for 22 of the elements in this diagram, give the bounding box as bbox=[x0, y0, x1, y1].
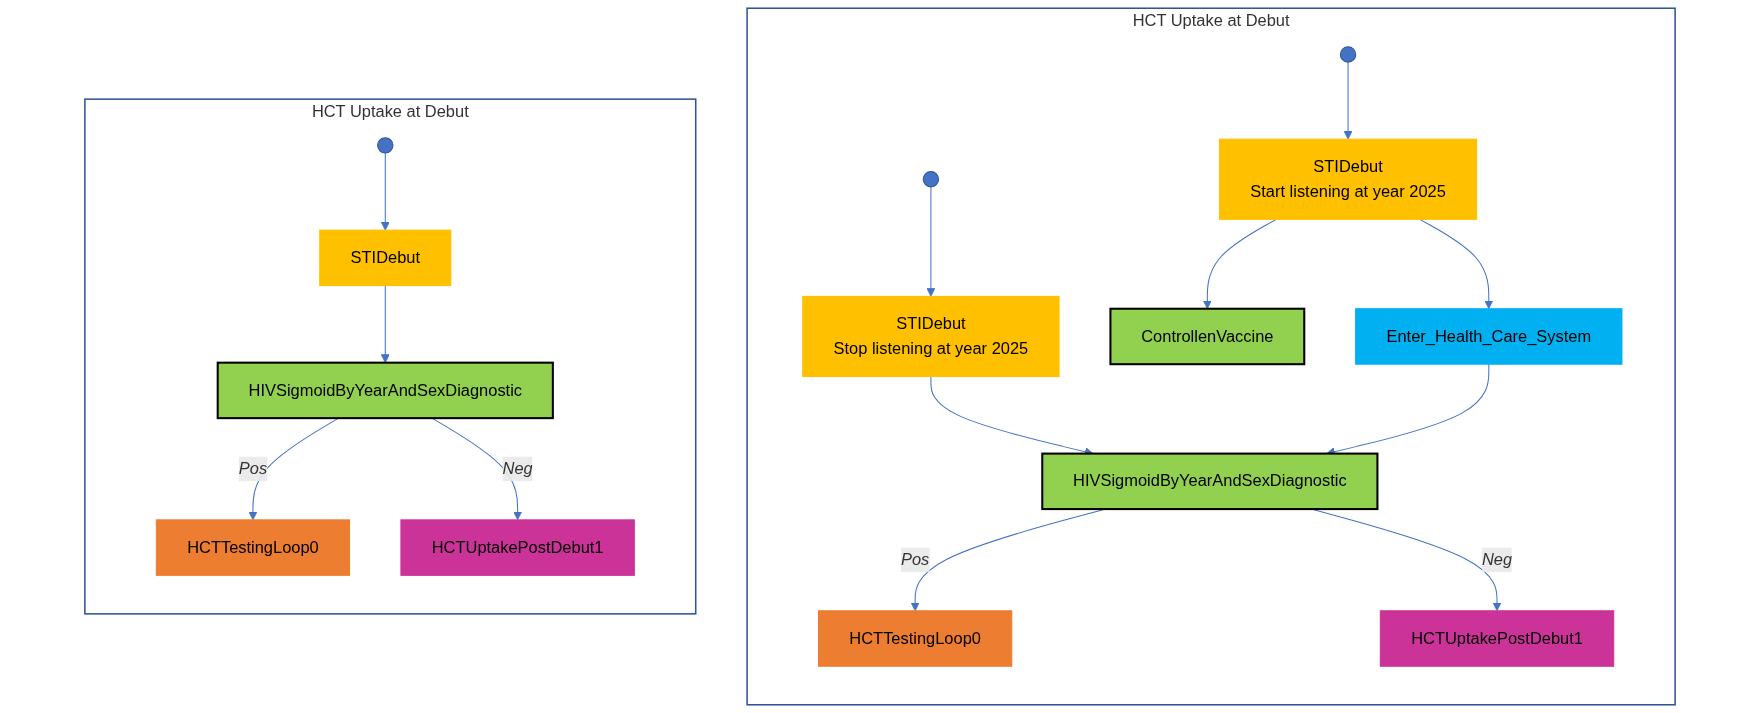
edge-label: Neg bbox=[502, 459, 533, 478]
node-box: HCTTestingLoop0 bbox=[155, 519, 351, 576]
arrow bbox=[1343, 61, 1353, 140]
node-circle bbox=[922, 171, 940, 188]
node-box: HIVSigmoidByYearAndSexDiagnostic bbox=[1041, 452, 1379, 511]
arrow bbox=[1419, 218, 1494, 310]
node-circle bbox=[377, 137, 394, 154]
node-box: STIDebut bbox=[319, 229, 452, 287]
edge-label: Pos bbox=[238, 459, 268, 478]
edge-label: Pos bbox=[900, 550, 930, 569]
node-box: ControllenVaccine bbox=[1109, 307, 1306, 366]
node-box: HCTUptakePostDebut1 bbox=[400, 519, 635, 576]
node-box: HCTUptakePostDebut1 bbox=[1379, 610, 1615, 667]
node-box: STIDebut Start listening at year 2025 bbox=[1218, 138, 1478, 220]
node-box: HIVSigmoidByYearAndSexDiagnostic bbox=[216, 361, 554, 420]
edge-label: Neg bbox=[1481, 550, 1513, 569]
node-box: STIDebut Stop listening at year 2025 bbox=[802, 295, 1060, 378]
arrow bbox=[380, 152, 390, 231]
node-box: HCTTestingLoop0 bbox=[818, 610, 1013, 667]
node-box: Enter_Health_Care_System bbox=[1355, 308, 1623, 365]
arrow bbox=[926, 186, 936, 297]
node-circle bbox=[1339, 46, 1357, 63]
